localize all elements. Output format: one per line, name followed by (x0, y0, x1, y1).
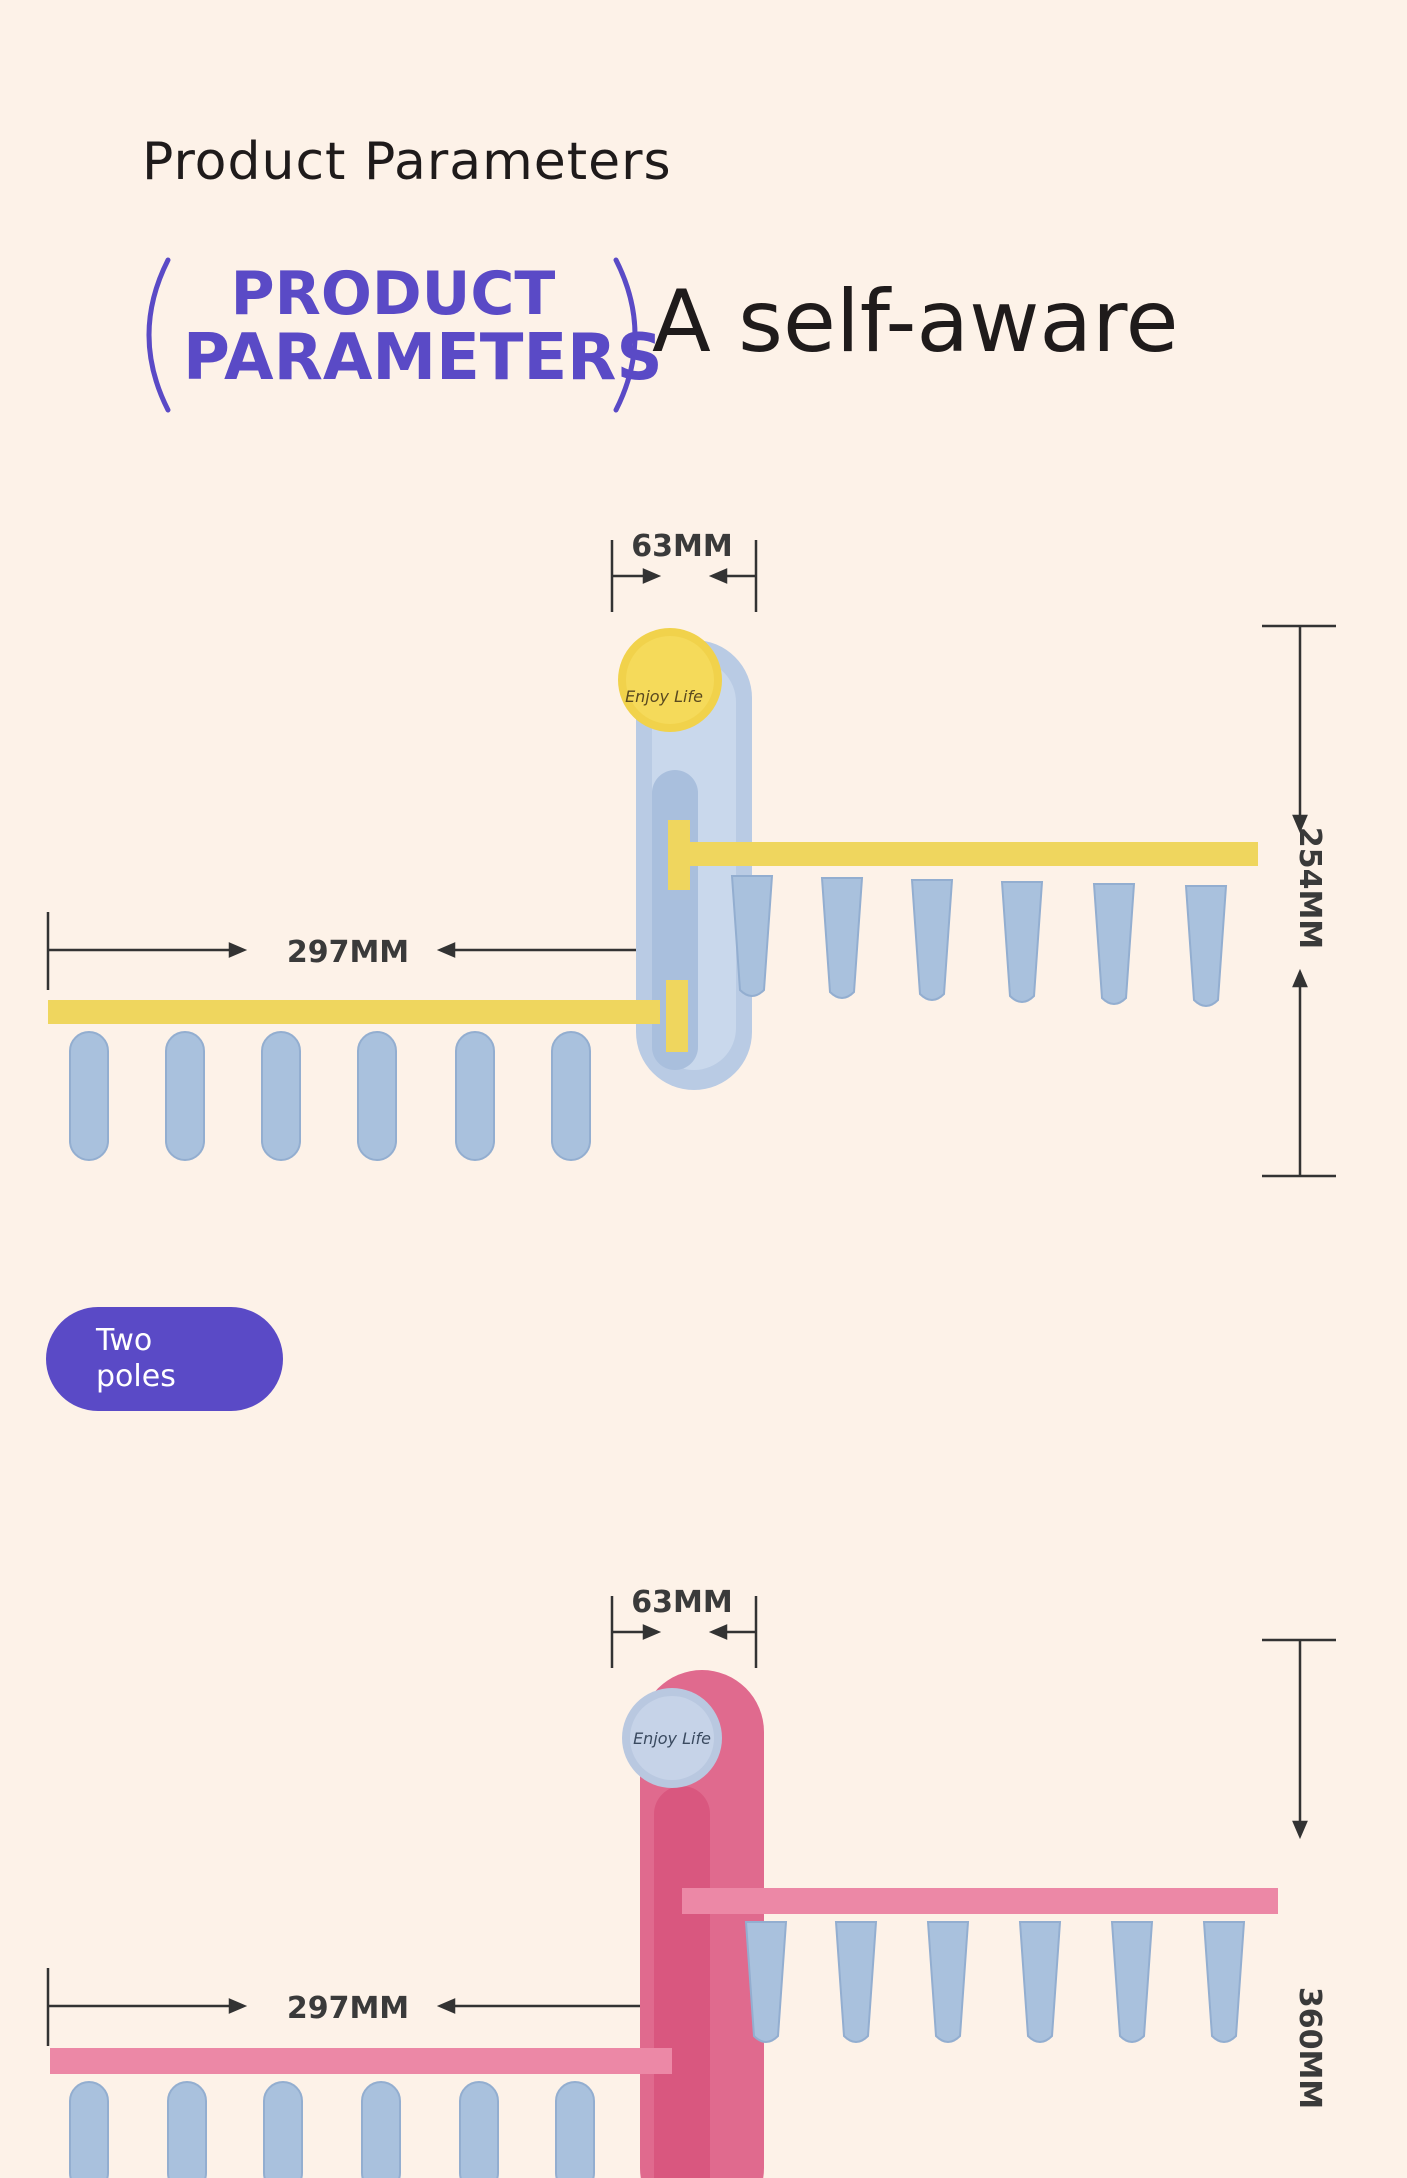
dimension-top-width (610, 1596, 758, 1668)
dimension-arm-length (46, 1968, 640, 2046)
clothes-clip (459, 2081, 499, 2178)
lower-clips (69, 1031, 591, 1161)
clothes-clip (926, 1921, 970, 2043)
clothes-clip (361, 2081, 401, 2178)
clothes-clip (1000, 881, 1044, 1003)
dimension-label-arm-length: 297MM (287, 935, 409, 970)
clothes-clip (555, 2081, 595, 2178)
lower-clips (69, 2081, 595, 2178)
dimension-label-arm-length: 297MM (287, 1991, 409, 2026)
dimension-label-top-width: 63MM (631, 529, 732, 564)
bracket-decoration (146, 257, 638, 413)
badge-line-product: PRODUCT (230, 259, 556, 329)
clothes-clip (165, 1031, 205, 1161)
clothes-clip (730, 875, 774, 997)
product-diagram-blue: 63MM 254MM 297MM Enjoy Life (46, 529, 1336, 1178)
clothes-clip (357, 1031, 397, 1161)
clothes-clip (69, 1031, 109, 1161)
parameters-badge: PRODUCT PARAMETERS (138, 250, 663, 420)
dimension-height (1262, 624, 1336, 1178)
clothes-clip (263, 2081, 303, 2178)
dimension-arm-length (46, 912, 640, 990)
clothes-clip (69, 2081, 109, 2178)
knob-text: Enjoy Life (633, 1729, 711, 1748)
lower-pole (50, 2048, 672, 2074)
dimension-height (1262, 1638, 1336, 1840)
clothes-clip (551, 1031, 591, 1161)
upper-clips (744, 1921, 1246, 2043)
upper-pole (668, 842, 1258, 866)
upper-pole (682, 1888, 1278, 1914)
clothes-clip (1110, 1921, 1154, 2043)
clothes-clip (1018, 1921, 1062, 2043)
tagline: A self-aware (652, 272, 1179, 372)
clothes-clip (820, 877, 864, 999)
clothes-clip (167, 2081, 207, 2178)
clothes-clip (1092, 883, 1136, 1005)
clothes-clip (455, 1031, 495, 1161)
dimension-top-width (610, 540, 758, 612)
two-poles-pill: Two poles (46, 1307, 283, 1411)
badge-line-parameters: PARAMETERS (183, 321, 663, 395)
clothes-clip (1202, 1921, 1246, 2043)
clothes-clip (1184, 885, 1228, 1007)
dimension-label-height: 254MM (1292, 827, 1327, 949)
page-heading: Product Parameters (142, 132, 672, 192)
dimension-label-top-width: 63MM (631, 1585, 732, 1620)
dimension-label-height: 360MM (1292, 1987, 1327, 2109)
upper-clips (730, 875, 1228, 1007)
clothes-clip (910, 879, 954, 1001)
clothes-clip (744, 1921, 788, 2043)
knob-text: Enjoy Life (625, 687, 703, 706)
pill-line-2: poles (96, 1359, 176, 1394)
product-diagram-pink: 63MM 360MM 297MM Enjoy Life (46, 1585, 1336, 2178)
lower-pole (48, 1000, 660, 1024)
clothes-clip (834, 1921, 878, 2043)
clothes-clip (261, 1031, 301, 1161)
pill-line-1: Two (96, 1323, 153, 1358)
